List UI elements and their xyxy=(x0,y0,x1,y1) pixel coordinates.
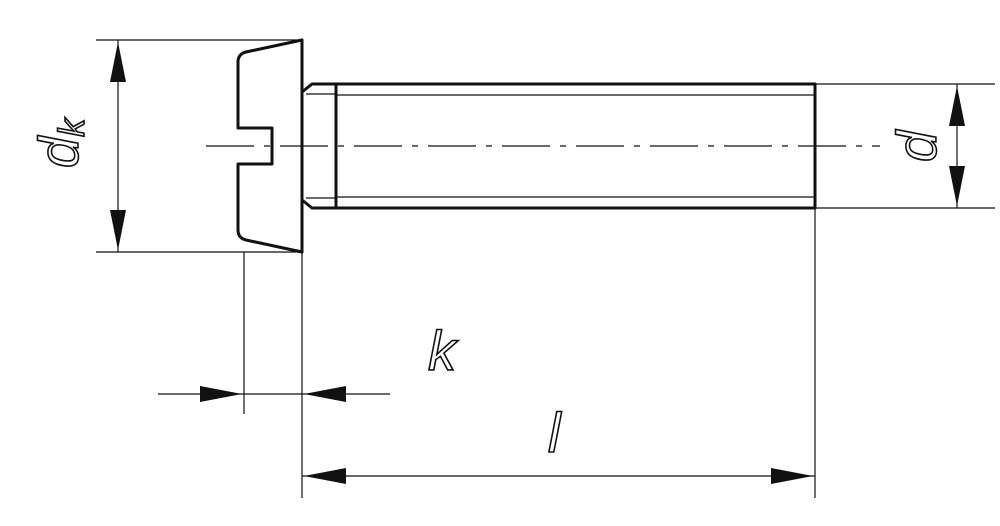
l-arrow-right xyxy=(771,468,813,484)
dk-arrow-bottom xyxy=(110,210,126,250)
d-label: d xyxy=(885,129,948,162)
k-arrow-left xyxy=(200,386,242,402)
dk-label: dk xyxy=(27,117,92,168)
k-arrow-right xyxy=(304,386,346,402)
dk-label-sub: k xyxy=(51,117,92,137)
screw-neck-top xyxy=(300,82,338,94)
d-arrow-bottom xyxy=(949,166,965,206)
k-label: k xyxy=(428,319,459,382)
d-arrow-top xyxy=(949,86,965,126)
dk-label-main: d xyxy=(27,135,90,168)
screw-neck-bottom xyxy=(300,198,338,210)
l-label: l xyxy=(548,401,562,464)
l-arrow-left xyxy=(304,468,346,484)
dk-arrow-top xyxy=(110,42,126,82)
screw-head-outline xyxy=(236,38,304,254)
